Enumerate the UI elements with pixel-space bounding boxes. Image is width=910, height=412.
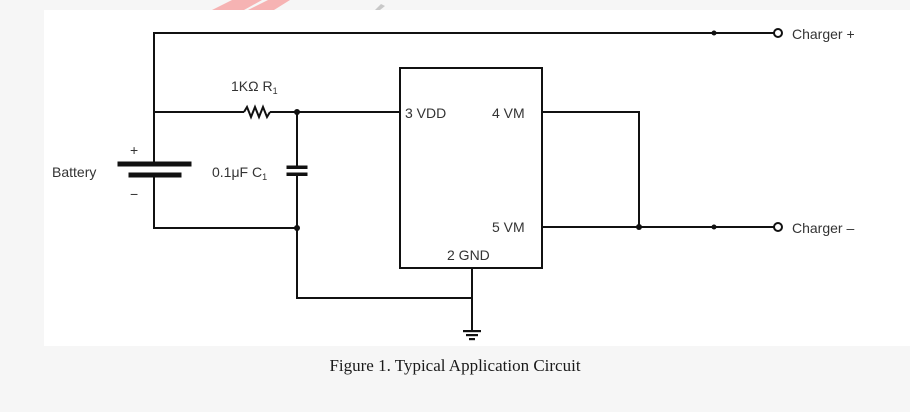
charger-plus-label: Charger + [792,26,855,42]
capacitor-label: 0.1μF C1 [212,164,267,182]
capacitor-plate-bottom [286,172,308,176]
ic-pin-vm5: 5 VM [492,219,525,235]
resistor-r1 [243,104,271,120]
battery-plate-long [117,161,192,167]
battery-label: Battery [52,164,96,180]
wire-c1-bottom [296,176,472,299]
ic-pin-vdd: 3 VDD [405,105,446,121]
watermark-stripe-red-1 [212,0,262,10]
junction-charger-minus [711,224,717,230]
junction-battery-c1 [294,225,300,231]
ic-package [399,67,543,269]
diagram-panel [44,10,910,346]
ic-pin-vm4: 4 VM [492,105,525,121]
capacitor-plate-top [286,165,308,169]
charger-plus-terminal[interactable] [773,28,783,38]
ground-icon [463,330,481,341]
charger-minus-label: Charger – [792,220,854,236]
battery-plate-short [128,172,182,178]
watermark-stripe-red-2 [248,0,290,10]
wire-battery-minus [153,177,297,229]
wire-vm4 [542,111,640,227]
junction-top-rail [711,30,717,36]
charger-minus-terminal[interactable] [773,222,783,232]
watermark-stripe-gray [375,4,385,10]
battery-minus-sign: − [130,186,138,202]
junction-vm [636,224,642,230]
figure-caption: Figure 1. Typical Application Circuit [329,356,581,375]
battery-plus-sign: + [130,142,138,158]
resistor-label: 1KΩ R1 [231,78,278,96]
ic-pin-gnd: 2 GND [447,247,490,263]
